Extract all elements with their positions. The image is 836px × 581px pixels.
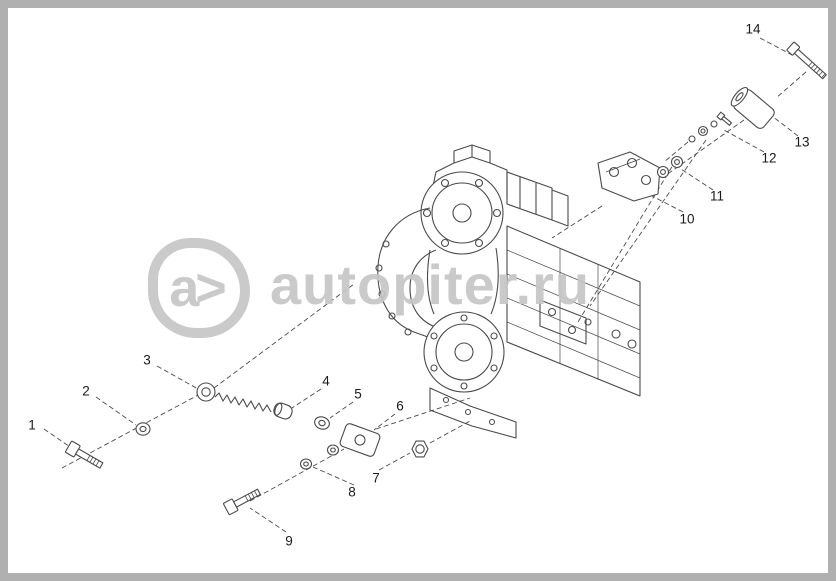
part-callout-7: 7 (372, 470, 380, 486)
part-callout-5: 5 (354, 386, 362, 402)
part-bushing-4 (273, 402, 293, 420)
part-washer-5 (314, 416, 330, 430)
part-callout-8: 8 (348, 484, 356, 500)
part-callout-10: 10 (679, 211, 695, 227)
part-washers-11 (656, 155, 684, 179)
part-bolt-9 (223, 488, 261, 516)
part-bolt-14 (786, 41, 827, 80)
part-mount-block-6 (339, 423, 381, 457)
part-callout-11: 11 (709, 188, 725, 204)
part-fasteners-12 (688, 111, 733, 143)
part-washers-8 (299, 444, 340, 470)
part-callout-12: 12 (761, 150, 777, 166)
engine-outline (375, 144, 641, 439)
part-callout-9: 9 (285, 533, 293, 549)
part-callout-13: 13 (794, 134, 810, 150)
part-callout-3: 3 (143, 352, 151, 368)
leader-lines (43, 37, 807, 533)
part-callout-6: 6 (396, 398, 404, 414)
parts-drawings (65, 41, 827, 516)
part-nut-7 (411, 440, 429, 458)
part-callout-14: 14 (745, 21, 761, 37)
part-bracket-10 (597, 151, 661, 202)
part-bolt-1 (65, 440, 104, 469)
part-spring-3 (196, 382, 272, 413)
part-callout-1: 1 (28, 417, 36, 433)
part-bushing-13 (730, 86, 775, 129)
part-callout-2: 2 (82, 383, 90, 399)
part-washer-2 (135, 422, 151, 436)
part-callout-4: 4 (322, 373, 330, 389)
